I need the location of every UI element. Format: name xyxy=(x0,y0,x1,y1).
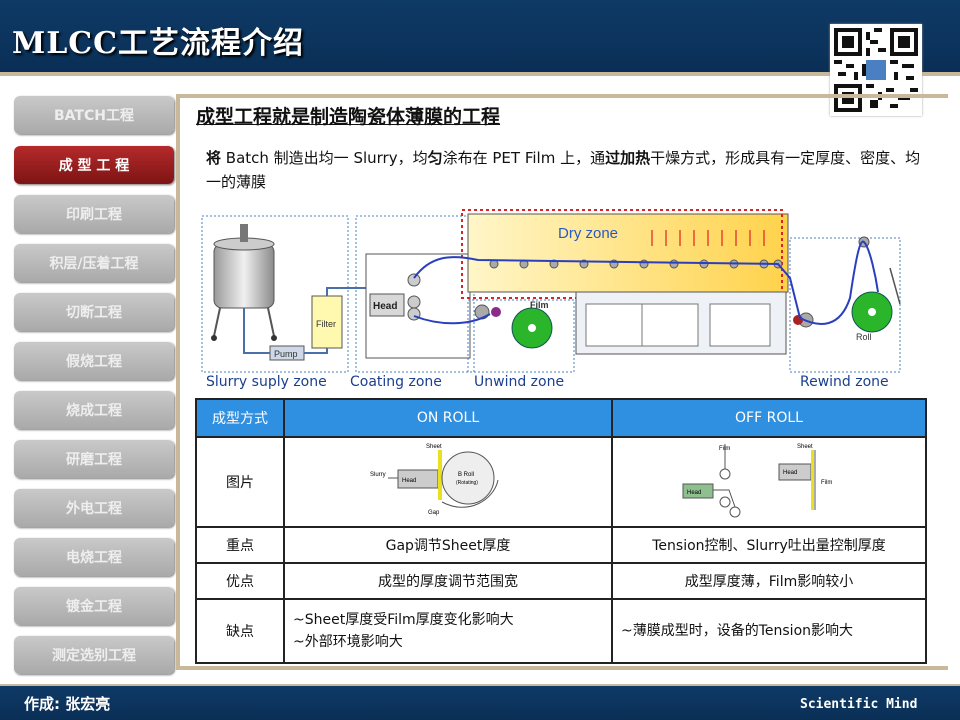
row-label-advantage: 优点 xyxy=(195,562,285,600)
desc-lead: 将 xyxy=(206,149,222,167)
pump-label: Pump xyxy=(274,349,298,359)
title-divider xyxy=(0,72,960,76)
unwind-zone-box xyxy=(467,299,575,373)
sidebar-item-sintering[interactable]: 烧成工程 xyxy=(14,391,174,429)
on-roll-head-label: Head xyxy=(402,478,416,484)
desc-text-2: 涂布在 PET Film 上， xyxy=(442,149,591,167)
zone-label-unwind: Unwind zone xyxy=(474,374,565,390)
qr-code xyxy=(830,24,922,116)
page-title: MLCC工艺流程介绍 xyxy=(12,26,305,61)
dry-zone-label: Dry zone xyxy=(558,225,618,242)
on-roll-rotating-label: (Rotating) xyxy=(456,480,478,486)
coating-zone-box xyxy=(355,215,475,373)
on-roll-slurry-label: Slurry xyxy=(370,472,386,478)
slurry-zone-box xyxy=(201,215,349,373)
process-diagram: Filter Pump Head Dry zone Film Roll xyxy=(201,209,901,373)
sidebar-item-firing[interactable]: 电烧工程 xyxy=(14,538,174,576)
on-roll-figure: Head Slurry B Roll (Rotating) Sheet Gap xyxy=(283,436,613,528)
on-roll-broll-label: B Roll xyxy=(458,472,474,478)
zone-label-rewind: Rewind zone xyxy=(800,374,889,390)
zone-label-coating: Coating zone xyxy=(350,374,442,390)
on-roll-diagram: Head Slurry B Roll (Rotating) Sheet Gap xyxy=(370,444,499,516)
desc-bold-3: 过加热 xyxy=(605,149,651,167)
row-label-disadvantage: 缺点 xyxy=(195,598,285,664)
on-roll-sheet-label: Sheet xyxy=(426,444,442,450)
on-roll-gap-label: Gap xyxy=(428,510,440,516)
film-label: Film xyxy=(530,300,549,310)
off-roll-head-label-2: Head xyxy=(783,470,797,476)
on-roll-disadvantage-2: ~外部环境影响大 xyxy=(293,634,403,650)
table-header-row: 成型方式 ON ROLL OFF ROLL xyxy=(195,398,927,438)
head-label: Head xyxy=(373,301,397,312)
content-divider xyxy=(176,94,948,98)
zone-label-slurry: Slurry suply zone xyxy=(206,374,327,390)
table-row: 图片 Head Slurry B Roll (Rotating) Sheet G… xyxy=(195,436,927,528)
table-row: 缺点 ~Sheet厚度受Film厚度变化影响大 ~外部环境影响大 ~薄膜成型时，… xyxy=(195,598,927,664)
sidebar-item-stacking[interactable]: 积层/压着工程 xyxy=(14,244,174,282)
filter-label: Filter xyxy=(316,319,336,329)
desc-text-1: Batch 制造出均一 Slurry，均 xyxy=(221,149,428,167)
footer-bar xyxy=(0,686,960,720)
sidebar-item-batch[interactable]: BATCH工程 xyxy=(14,96,174,134)
comparison-table: 成型方式 ON ROLL OFF ROLL 图片 Head Slurry B R… xyxy=(195,398,927,664)
sidebar-item-plating[interactable]: 镀金工程 xyxy=(14,587,174,625)
off-roll-disadvantage: ~薄膜成型时，设备的Tension影响大 xyxy=(611,598,927,664)
on-roll-disadvantage-1: ~Sheet厚度受Film厚度变化影响大 xyxy=(293,612,514,628)
on-roll-key-point: Gap调节Sheet厚度 xyxy=(283,526,613,564)
off-roll-figure: Head Film Head Sheet Film xyxy=(611,436,927,528)
sidebar-item-grinding[interactable]: 研磨工程 xyxy=(14,440,174,478)
desc-text-3: 通 xyxy=(590,149,606,167)
sidebar-item-forming[interactable]: 成 型 工 程 xyxy=(14,146,174,184)
table-header-off-roll: OFF ROLL xyxy=(611,398,927,438)
author-label: 作成: 张宏亮 xyxy=(24,695,111,713)
roll-label: Roll xyxy=(856,332,872,342)
description: 将 Batch 制造出均一 Slurry，均匀涂布在 PET Film 上，通过… xyxy=(206,146,930,194)
sidebar-item-testing[interactable]: 测定选别工程 xyxy=(14,636,174,674)
desc-bold-2: 匀 xyxy=(427,149,443,167)
table-row: 重点 Gap调节Sheet厚度 Tension控制、Slurry吐出量控制厚度 xyxy=(195,526,927,564)
table-header-method: 成型方式 xyxy=(195,398,285,438)
sidebar-item-termination[interactable]: 外电工程 xyxy=(14,489,174,527)
off-roll-key-point: Tension控制、Slurry吐出量控制厚度 xyxy=(611,526,927,564)
content-frame xyxy=(176,96,948,670)
footer-divider xyxy=(0,684,960,687)
off-roll-head-label: Head xyxy=(687,490,701,496)
brand-label: Scientific Mind xyxy=(800,697,918,712)
row-label-image: 图片 xyxy=(195,436,285,528)
desc-text-4: 干燥方式，形成具有一定厚度、密度、均一的薄膜 xyxy=(206,149,921,191)
section-title: 成型工程就是制造陶瓷体薄膜的工程 xyxy=(196,106,501,128)
filter-unit xyxy=(311,295,343,349)
table-row: 优点 成型的厚度调节范围宽 成型厚度薄，Film影响较小 xyxy=(195,562,927,600)
off-roll-film-label-2: Film xyxy=(821,480,832,486)
coating-head xyxy=(365,253,471,359)
qr-code-icon xyxy=(834,28,918,112)
dryer-body xyxy=(467,213,789,293)
table-header-on-roll: ON ROLL xyxy=(283,398,613,438)
title-bar xyxy=(0,0,960,72)
sidebar-item-cutting[interactable]: 切断工程 xyxy=(14,293,174,331)
slurry-tank xyxy=(211,224,277,341)
on-roll-disadvantage: ~Sheet厚度受Film厚度变化影响大 ~外部环境影响大 xyxy=(283,598,613,664)
off-roll-sheet-label: Sheet xyxy=(797,444,813,450)
sidebar-item-calcination[interactable]: 假烧工程 xyxy=(14,342,174,380)
off-roll-diagram: Head Film Head Sheet Film xyxy=(682,444,832,518)
row-label-key-point: 重点 xyxy=(195,526,285,564)
off-roll-film-label-1: Film xyxy=(719,446,730,452)
rewind-zone-box xyxy=(789,237,901,373)
off-roll-advantage: 成型厚度薄，Film影响较小 xyxy=(611,562,927,600)
film-path xyxy=(413,240,879,325)
on-roll-advantage: 成型的厚度调节范围宽 xyxy=(283,562,613,600)
sidebar-item-printing[interactable]: 印刷工程 xyxy=(14,195,174,233)
